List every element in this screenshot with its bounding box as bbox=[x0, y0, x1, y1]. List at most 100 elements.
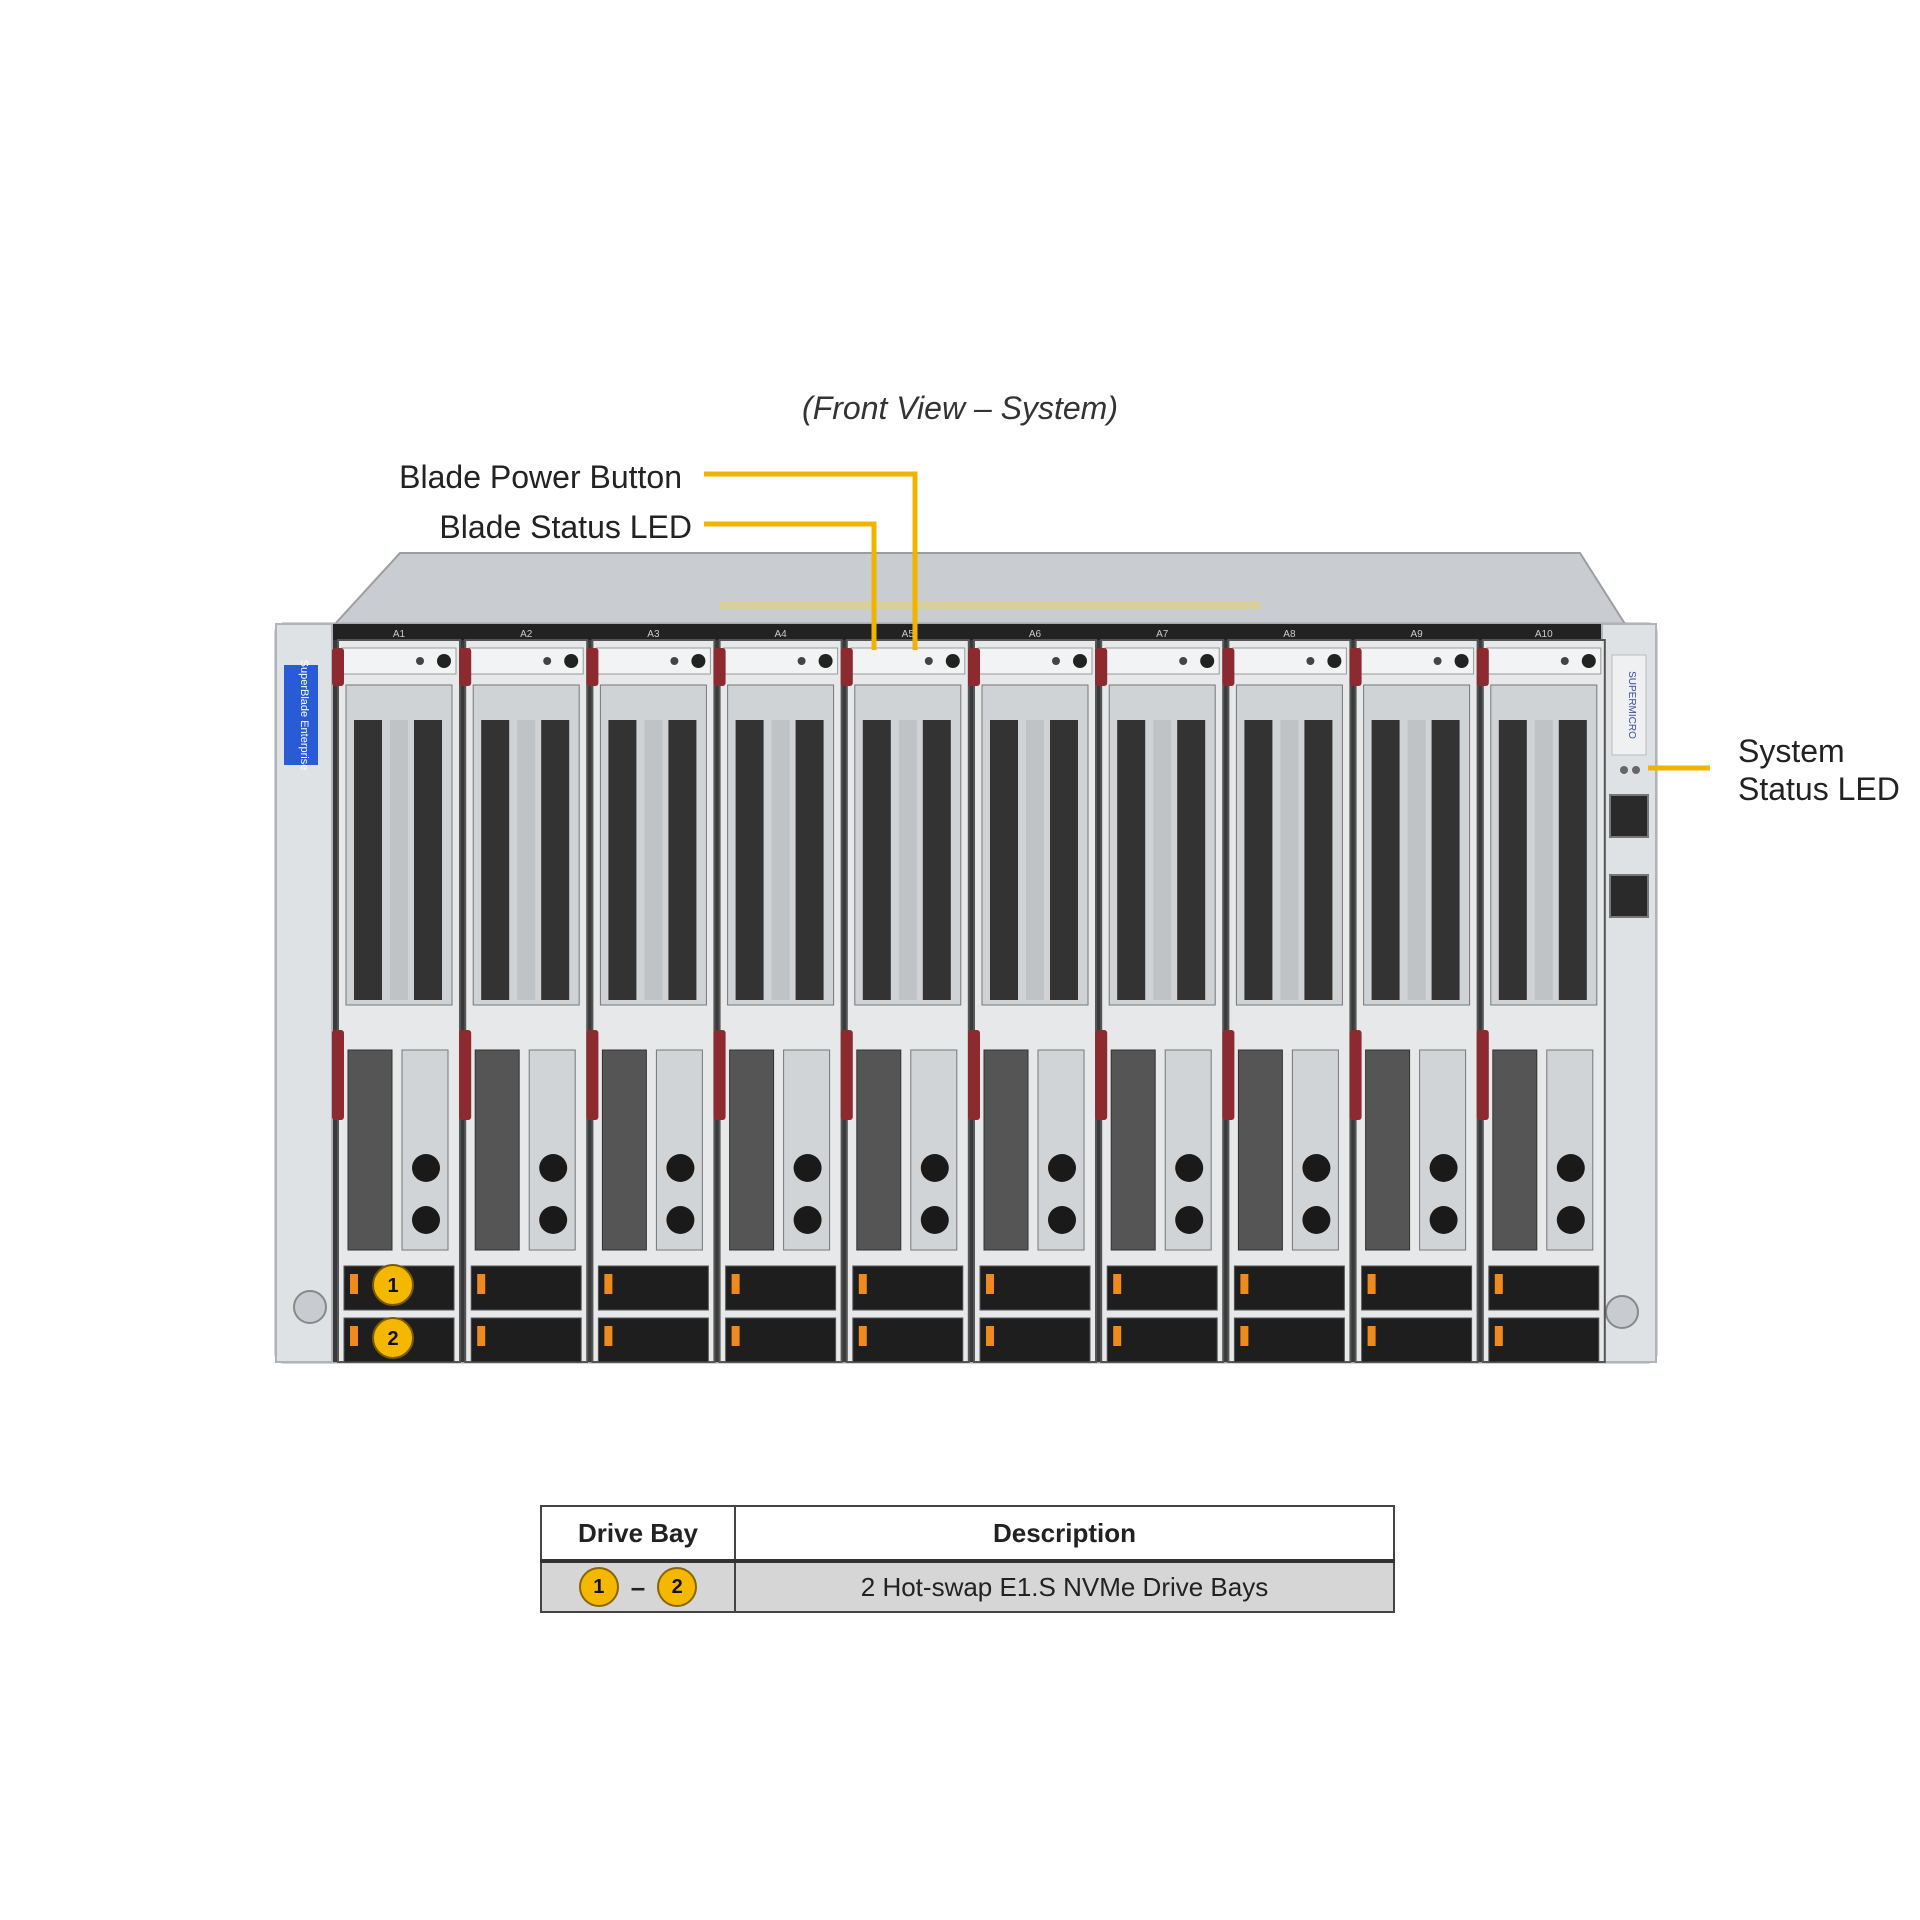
blade-lower-handle bbox=[1349, 1030, 1362, 1120]
drive-bay-2 bbox=[1233, 1317, 1345, 1363]
blade-label: A9 bbox=[1410, 629, 1423, 640]
drive-bay-2 bbox=[1106, 1317, 1218, 1363]
blade-vent-right bbox=[1558, 720, 1587, 1000]
bay-range-dash: – bbox=[630, 1571, 646, 1602]
drive-bay-led bbox=[1240, 1274, 1249, 1294]
drive-bay-led bbox=[477, 1274, 486, 1294]
drive-bay-led bbox=[350, 1326, 358, 1346]
blade-9[interactable]: A9 bbox=[1349, 629, 1479, 1363]
blade-label: A4 bbox=[774, 629, 787, 640]
blade-lower-vent-left bbox=[1492, 1049, 1538, 1251]
blade-status-led bbox=[1433, 657, 1442, 665]
blade-port-bottom bbox=[1302, 1206, 1331, 1234]
blade-7[interactable]: A7 bbox=[1095, 629, 1225, 1363]
blade-power-button bbox=[691, 654, 706, 668]
blade-lower-handle bbox=[332, 1030, 344, 1120]
blade-vent-center bbox=[1534, 720, 1553, 1000]
blade-power-button bbox=[564, 654, 579, 668]
drive-bay-2 bbox=[597, 1317, 709, 1363]
blade-top-handle bbox=[840, 648, 853, 686]
drive-bay-1 bbox=[725, 1265, 837, 1311]
blade-port-top bbox=[920, 1154, 949, 1182]
blade-label: A6 bbox=[1029, 629, 1042, 640]
blade-5[interactable]: A5 bbox=[840, 629, 970, 1363]
blade-vent-center bbox=[390, 720, 408, 1000]
diagram-title: (Front View – System) bbox=[802, 390, 1118, 426]
chassis-top-rail bbox=[330, 624, 1602, 640]
table-row: 1 – 2 2 Hot-swap E1.S NVMe Drive Bays bbox=[540, 1560, 1395, 1613]
blade-port-top bbox=[1556, 1154, 1585, 1182]
callout-blade-power-button: Blade Power Button bbox=[399, 459, 682, 495]
blade-6[interactable]: A6 bbox=[968, 629, 1097, 1363]
blade-lower-handle bbox=[968, 1030, 980, 1120]
bay-badge-1: 1 bbox=[372, 1264, 414, 1306]
blade-vent-right bbox=[414, 720, 442, 1000]
blade-vent-center bbox=[1153, 720, 1172, 1000]
blade-vent-center bbox=[517, 720, 536, 1000]
blade-vent-left bbox=[1117, 720, 1146, 1000]
blade-lower-handle bbox=[459, 1030, 472, 1120]
blade-lower-panel-right bbox=[1164, 1049, 1212, 1251]
drive-bay-led bbox=[604, 1274, 613, 1294]
blade-port-bottom bbox=[1556, 1206, 1585, 1234]
callout-system-status-led: System Status LED bbox=[1738, 732, 1900, 808]
blade-lower-vent-left bbox=[729, 1049, 775, 1251]
blade-status-led bbox=[416, 657, 424, 665]
blade-10[interactable]: A10 bbox=[1476, 629, 1606, 1363]
bay-badge-2-text: 2 bbox=[387, 1328, 398, 1350]
blade-power-button bbox=[1454, 654, 1469, 668]
blade-vent-left bbox=[354, 720, 382, 1000]
right-brand-panel bbox=[1611, 654, 1647, 756]
blade-power-button bbox=[945, 654, 960, 668]
lan-port-2 bbox=[1609, 874, 1649, 918]
drive-bay-2 bbox=[725, 1317, 837, 1363]
blade-lower-handle bbox=[586, 1030, 599, 1120]
drive-bay-led bbox=[986, 1326, 994, 1346]
blade-power-button bbox=[1327, 654, 1342, 668]
blade-vent-center bbox=[644, 720, 663, 1000]
blade-vent-left bbox=[1371, 720, 1400, 1000]
blade-vent-left bbox=[862, 720, 891, 1000]
blade-2[interactable]: A2 bbox=[459, 629, 589, 1363]
drive-bay-2 bbox=[1488, 1317, 1600, 1363]
blade-power-button bbox=[437, 654, 451, 668]
drive-bay-2 bbox=[470, 1317, 582, 1363]
bay-badge-2: 2 bbox=[372, 1317, 414, 1359]
drive-bay-led bbox=[604, 1326, 613, 1346]
blade-port-bottom bbox=[1429, 1206, 1458, 1234]
blade-vent-right bbox=[1431, 720, 1460, 1000]
left-thumbscrew bbox=[293, 1290, 327, 1324]
blade-1[interactable]: A1 bbox=[332, 629, 461, 1363]
blade-port-bottom bbox=[1048, 1206, 1076, 1234]
lan-port-1 bbox=[1609, 794, 1649, 838]
blade-port-bottom bbox=[412, 1206, 440, 1234]
blade-top-handle bbox=[713, 648, 726, 686]
callout-system-line1: System bbox=[1738, 733, 1845, 769]
blade-vent-left bbox=[608, 720, 637, 1000]
brand-label bbox=[284, 665, 318, 765]
blade-vent-right bbox=[1050, 720, 1078, 1000]
drive-bay-1 bbox=[979, 1265, 1091, 1311]
chassis-top-cover bbox=[332, 552, 1627, 625]
drive-bay-1 bbox=[597, 1265, 709, 1311]
blade-status-led bbox=[1179, 657, 1188, 665]
blade-3[interactable]: A3 bbox=[586, 629, 716, 1363]
cell-drive-bay-range: 1 – 2 bbox=[540, 1560, 736, 1613]
table-header-row: Drive Bay Description bbox=[540, 1505, 1395, 1563]
blade-port-bottom bbox=[920, 1206, 949, 1234]
blade-vent-center bbox=[1407, 720, 1426, 1000]
bay-badge-start: 1 bbox=[578, 1567, 619, 1607]
blade-8[interactable]: A8 bbox=[1222, 629, 1352, 1363]
blade-4[interactable]: A4 bbox=[713, 629, 843, 1363]
blade-label: A5 bbox=[902, 629, 915, 640]
drive-bay-led bbox=[731, 1274, 740, 1294]
drive-bay-2 bbox=[979, 1317, 1091, 1363]
header-description: Description bbox=[734, 1505, 1395, 1563]
blade-lower-vent-left bbox=[1110, 1049, 1156, 1251]
blade-vent-center bbox=[898, 720, 917, 1000]
system-status-led-1 bbox=[1620, 766, 1628, 774]
blade-label: A10 bbox=[1535, 629, 1553, 640]
blade-vent-right bbox=[668, 720, 697, 1000]
